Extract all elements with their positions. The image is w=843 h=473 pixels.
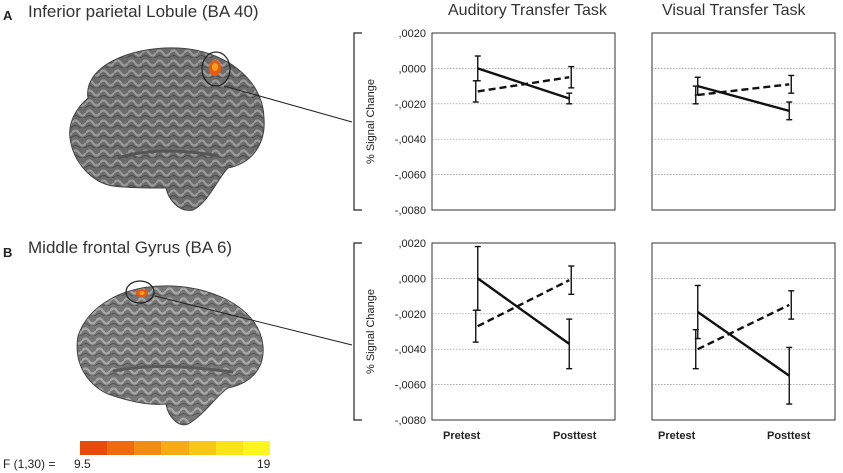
colorbar-label: F (1,30) =: [3, 457, 56, 471]
chart-a-auditory-series-dashed-line: [477, 76, 570, 93]
panel-letter-b: B: [3, 245, 13, 260]
colorbar-swatch-6: [242, 441, 270, 455]
chart-a-auditory-ytick-label: ,0000: [398, 63, 426, 75]
chart-b-auditory-ytick-label: -,0080: [395, 415, 426, 427]
colorbar-swatch-4: [188, 441, 216, 455]
chart-a-auditory-bracket: [353, 32, 362, 211]
chart-a-auditory-ytick-label: -,0060: [395, 170, 426, 182]
colorbar-min: 9.5: [74, 457, 91, 471]
chart-b-auditory-bracket: [353, 242, 362, 421]
chart-a-auditory-ylabel: % Signal Change: [365, 79, 377, 164]
column-title-visual: Visual Transfer Task: [662, 2, 806, 19]
chart-b-auditory-ytick-label: ,0020: [398, 238, 426, 250]
panel-letter-a: A: [3, 8, 13, 23]
chart-a-visual-frame: [651, 32, 836, 211]
colorbar-swatch-5: [215, 441, 243, 455]
colorbar: [80, 441, 270, 455]
chart-a-visual-series-solid-line: [697, 84, 790, 113]
xlabel-posttest-auditory: Posttest: [553, 430, 597, 442]
region-title-b: Middle frontal Gyrus (BA 6): [28, 238, 233, 257]
colorbar-swatch-1: [107, 441, 135, 455]
colorbar-max: 19: [257, 457, 271, 471]
brain-image-frontal: [76, 280, 264, 426]
brain-image-parietal: [69, 47, 265, 211]
chart-b-visual-frame: [651, 242, 836, 421]
chart-a-visual-series-dashed-line: [697, 83, 790, 97]
colorbar-swatch-0: [80, 441, 108, 455]
chart-a-auditory-ytick-label: -,0040: [395, 134, 426, 146]
chart-b-visual-series-solid-line: [697, 311, 790, 377]
chart-b-auditory-ytick-label: -,0040: [395, 344, 426, 356]
chart-a-auditory-ytick-label: -,0080: [395, 205, 426, 217]
chart-b-auditory-ytick-label: -,0020: [395, 309, 426, 321]
region-title-a: Inferior parietal Lobule (BA 40): [28, 2, 259, 21]
chart-b-auditory-frame: [431, 242, 616, 421]
colorbar-swatch-2: [134, 441, 162, 455]
chart-b-auditory-series-solid-line: [477, 277, 570, 345]
chart-b-visual-series-dashed-line: [697, 303, 790, 351]
chart-a-auditory-ytick-label: -,0020: [395, 99, 426, 111]
chart-b-auditory-series-dashed-line: [477, 279, 570, 328]
chart-a-auditory-ytick-label: ,0020: [398, 28, 426, 40]
column-title-auditory: Auditory Transfer Task: [448, 2, 607, 19]
chart-b-auditory-ytick-label: ,0000: [398, 273, 426, 285]
xlabel-posttest-visual: Posttest: [767, 430, 811, 442]
xlabel-pretest-visual: Pretest: [658, 430, 696, 442]
chart-a-auditory-frame: [431, 32, 616, 211]
colorbar-swatch-3: [161, 441, 189, 455]
chart-b-auditory-ylabel: % Signal Change: [365, 289, 377, 374]
chart-b-auditory-ytick-label: -,0060: [395, 380, 426, 392]
xlabel-pretest-auditory: Pretest: [443, 430, 481, 442]
